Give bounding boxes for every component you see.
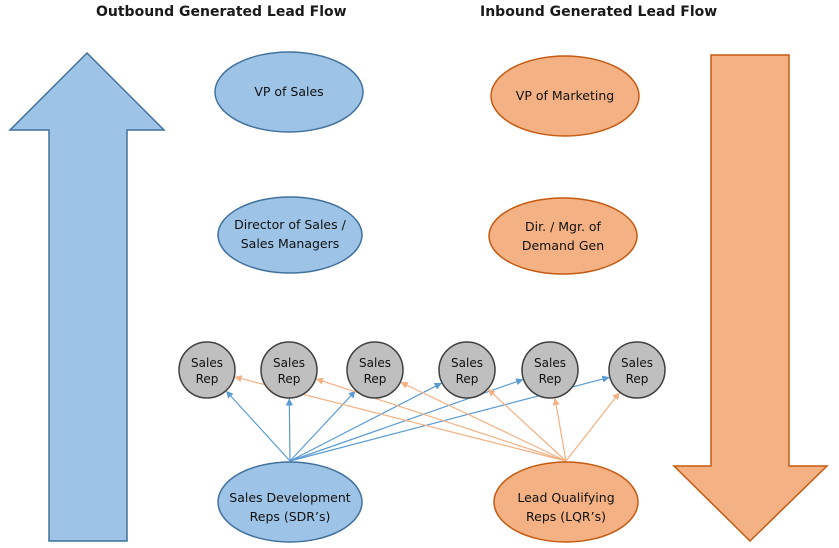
sales-rep-1: Sales Rep (178, 341, 236, 399)
vp-of-marketing-label: VP of Marketing (516, 88, 614, 103)
vp-of-marketing-node: VP of Marketing (490, 55, 640, 137)
director-of-sales-node: Director of Sales / Sales Managers (217, 196, 363, 274)
sdr-label-line2: Reps (SDR’s) (250, 509, 331, 524)
sdr-to-sales-rep-4-connector (289, 382, 442, 462)
sales-rep-3-label-line1: Sales (359, 356, 391, 370)
sales-rep-4: Sales Rep (438, 341, 496, 399)
sales-rep-5-label-line1: Sales (534, 356, 566, 370)
demand-gen-label-line1: Dir. / Mgr. of (525, 219, 602, 234)
vp-of-sales-label: VP of Sales (254, 84, 323, 99)
outbound-flow-heading: Outbound Generated Lead Flow (96, 4, 347, 20)
sales-rep-4-label-line1: Sales (451, 356, 483, 370)
sales-rep-1-label-line1: Sales (191, 356, 223, 370)
sales-rep-3: Sales Rep (346, 341, 404, 399)
lqr-label-line1: Lead Qualifying (517, 490, 614, 505)
sdr-node: Sales Development Reps (SDR’s) (217, 461, 363, 543)
demand-gen-node: Dir. / Mgr. of Demand Gen (488, 197, 638, 275)
inbound-flow-heading: Inbound Generated Lead Flow (480, 4, 718, 20)
sales-rep-2: Sales Rep (260, 341, 318, 399)
outbound-up-arrow (8, 51, 166, 542)
sales-rep-6-label-line2: Rep (626, 372, 649, 386)
sales-rep-2-label-line2: Rep (278, 372, 301, 386)
sdr-label-line1: Sales Development (229, 490, 350, 505)
director-of-sales-label-line2: Sales Managers (241, 236, 340, 251)
sales-rep-6-label-line1: Sales (621, 356, 653, 370)
lqr-label-line2: Reps (LQR’s) (526, 509, 606, 524)
inbound-down-arrow (672, 54, 829, 543)
sdr-to-sales-rep-3-connector (289, 390, 356, 462)
sales-rep-2-label-line1: Sales (273, 356, 305, 370)
lqr-to-sales-rep-2-connector (315, 377, 567, 462)
sales-rep-1-label-line2: Rep (196, 372, 219, 386)
sales-rep-3-label-line2: Rep (364, 372, 387, 386)
sales-rep-4-label-line2: Rep (456, 372, 479, 386)
lqr-to-sales-rep-3-connector (400, 381, 567, 462)
vp-of-sales-node: VP of Sales (214, 51, 364, 133)
sales-rep-5-label-line2: Rep (539, 372, 562, 386)
sales-rep-5: Sales Rep (521, 341, 579, 399)
sdr-to-sales-rep-2-connector (285, 398, 293, 462)
lqr-to-sales-rep-6-connector (565, 392, 620, 462)
lqr-to-sales-rep-4-connector (487, 389, 567, 462)
lqr-to-sales-rep-5-connector (552, 397, 567, 462)
director-of-sales-label-line1: Director of Sales / (234, 217, 346, 232)
lqr-node: Lead Qualifying Reps (LQR’s) (493, 461, 639, 543)
demand-gen-label-line2: Demand Gen (522, 238, 604, 253)
sdr-to-sales-rep-1-connector (226, 390, 291, 462)
sales-rep-6: Sales Rep (608, 341, 666, 399)
